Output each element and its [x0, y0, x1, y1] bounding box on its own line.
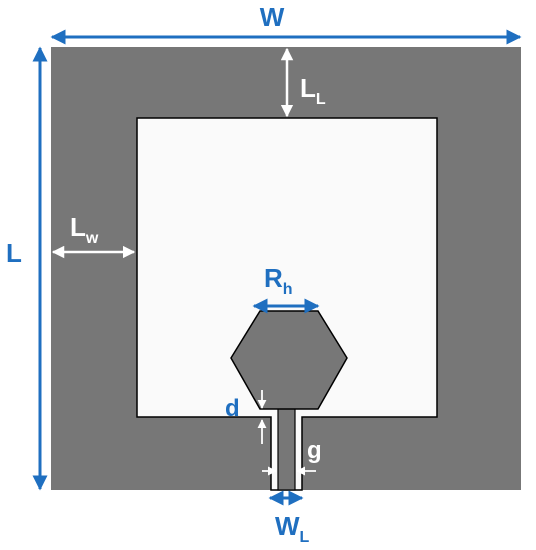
l-label: L [6, 238, 22, 268]
wl-label: WL [275, 511, 310, 546]
ll-label: LL [300, 73, 326, 108]
rh-label: Rh [264, 263, 293, 298]
g-label: g [307, 437, 322, 464]
w-label: W [260, 2, 285, 32]
lw-label: Lw [70, 212, 99, 247]
feed-line [277, 404, 296, 491]
d-label: d [225, 395, 240, 422]
